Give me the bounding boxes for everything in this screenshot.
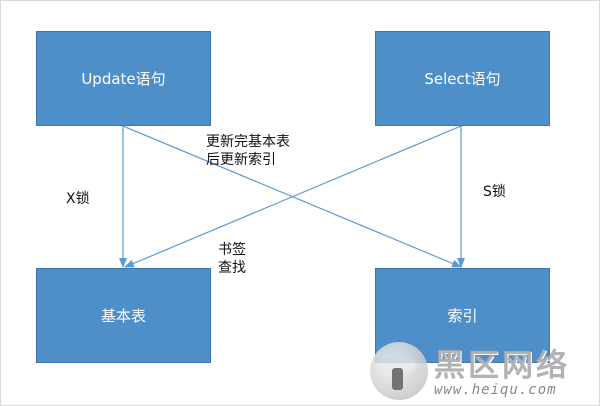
update-statement-label: Update语句 [81, 70, 166, 88]
base-table-box: 基本表 [36, 268, 211, 363]
select-statement-label: Select语句 [424, 70, 501, 88]
base-table-label: 基本表 [100, 307, 146, 325]
index-box: 索引 [375, 268, 550, 363]
index-label: 索引 [447, 307, 478, 325]
bookmark-lookup-note: 书签 查找 [218, 241, 246, 277]
bookmark-lookup-line1: 书签 [218, 242, 246, 258]
update-order-note-line2: 后更新索引 [206, 152, 276, 168]
select-statement-box: Select语句 [375, 31, 550, 126]
update-statement-box: Update语句 [36, 31, 211, 126]
bookmark-lookup-line2: 查找 [218, 260, 246, 276]
s-lock-label: S锁 [483, 184, 506, 200]
update-order-note: 更新完基本表 后更新索引 [206, 133, 290, 169]
update-order-note-line1: 更新完基本表 [206, 134, 290, 150]
x-lock-label: X锁 [66, 191, 90, 207]
